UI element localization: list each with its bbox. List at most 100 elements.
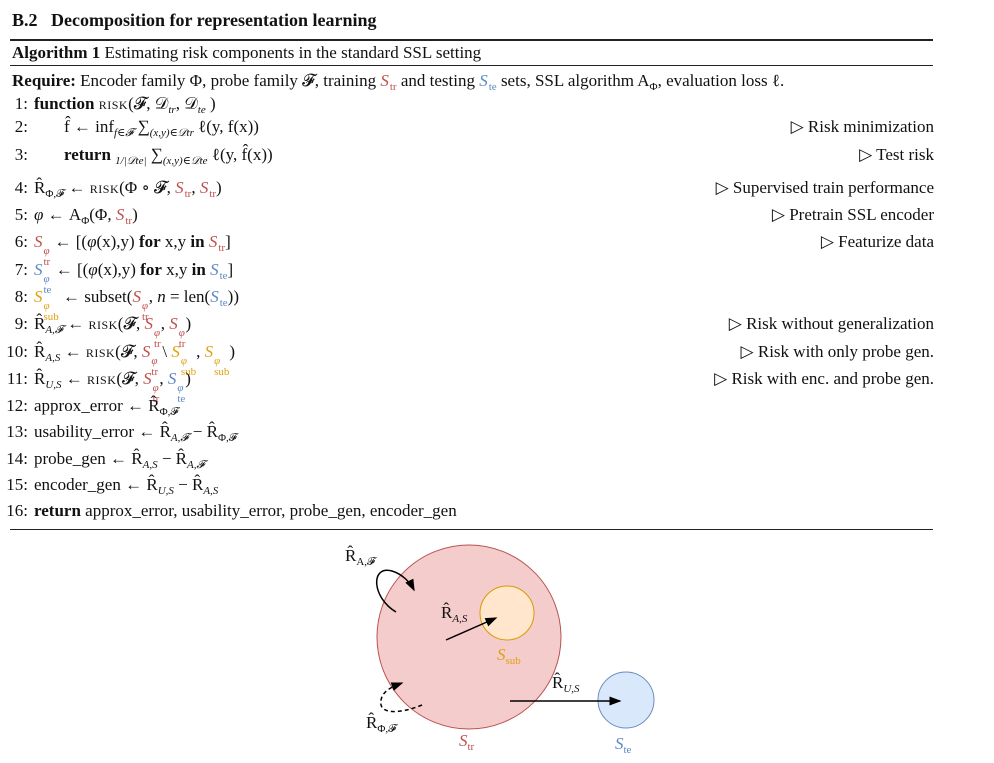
math-base: φ (88, 260, 98, 279)
math-base: S (204, 342, 214, 361)
line-content: f̂ ← inff∈𝓕 ∑(x,y)∈𝒟tr ℓ(y, f(x)) (64, 117, 259, 139)
math-base: S (479, 71, 488, 90)
math-base: for (140, 260, 162, 279)
script-sup: φ (43, 273, 50, 285)
require-line: Require: Encoder family Φ, probe family … (12, 71, 784, 93)
script-sub: tr (125, 215, 133, 227)
math-symbol: A,S (203, 475, 218, 497)
script-sup: φ (177, 382, 184, 394)
algorithm-line: 16:return approx_error, usability_error,… (0, 501, 994, 521)
math-base: A,𝓕 (170, 432, 189, 444)
math-base: S (380, 71, 389, 90)
math-base: U,S (45, 379, 62, 391)
script-sub: tr (178, 338, 186, 350)
algorithm-caption-text: Estimating risk components in the standa… (104, 43, 482, 62)
math-text: R̂ (34, 342, 46, 361)
math-symbol: A,𝓕 (170, 422, 189, 444)
math-text: , (148, 287, 158, 306)
line-number: 6: (14, 232, 28, 251)
line-number: 8: (14, 287, 28, 306)
math-text: = len( (165, 287, 211, 306)
math-symbol: n (157, 287, 166, 306)
math-text: , evaluation loss ℓ. (657, 71, 785, 90)
math-text: ) (205, 94, 216, 113)
math-text: and testing (396, 71, 480, 90)
math-symbol: Φ (650, 71, 658, 93)
script-sup: φ (151, 355, 158, 367)
section-title: Decomposition for representation learnin… (51, 10, 377, 30)
script-stack: tr (218, 243, 225, 254)
math-base: A,𝓕 (45, 324, 63, 336)
label-s-te: Ste (615, 734, 632, 756)
math-base: U,S (157, 485, 174, 497)
math-base: risk (89, 178, 120, 197)
section-number: B.2 (12, 10, 38, 30)
math-text: ] (225, 232, 231, 251)
math-symbol: Φ,𝓕 (159, 396, 179, 418)
line-number: 5: (14, 205, 28, 224)
math-text: (𝓕, 𝒟 (128, 94, 169, 113)
math-text: , (191, 178, 200, 197)
math-symbol: (x,y)∈𝒟te (163, 145, 208, 167)
math-base: Φ,𝓕 (159, 406, 179, 418)
math-text: approx_error, usability_error, probe_gen… (80, 501, 457, 520)
math-symbol: return (34, 501, 81, 520)
math-symbol: f∈𝓕 (114, 117, 133, 139)
math-base: S (210, 260, 219, 279)
script-sup: φ (43, 300, 50, 312)
script-stack: tr (209, 189, 216, 200)
script-sup: φ (43, 245, 50, 257)
algorithm-caption: Algorithm 1 Estimating risk components i… (12, 43, 481, 63)
math-base: Φ (81, 215, 90, 227)
line-comment: ▷ Risk with only probe gen. (740, 342, 934, 361)
math-text: encoder_gen ← R̂ (34, 475, 158, 494)
test-set-circle (597, 671, 655, 729)
script-sup: φ (214, 355, 221, 367)
math-text: sets, SSL algorithm A (496, 71, 650, 90)
line-comment: ▷ Risk without generalization (728, 314, 934, 333)
math-symbol: Φ,𝓕 (218, 422, 237, 444)
math-base: A,S (142, 459, 158, 471)
math-text: R̂ (34, 178, 46, 197)
script-stack: tr (185, 189, 192, 200)
math-base: risk (98, 94, 129, 113)
math-text: x,y (160, 232, 191, 251)
math-symbol: risk (88, 314, 117, 333)
script-sub: sub (180, 366, 197, 378)
script-sup: φ (154, 327, 161, 339)
math-base: A,𝓕 (187, 459, 205, 471)
label-r-us: R̂U,S (552, 673, 580, 695)
line-number: 15: (6, 475, 28, 494)
math-text: ∑ (133, 117, 150, 136)
math-text: , 𝒟 (175, 94, 198, 113)
math-symbol: te (198, 94, 206, 116)
line-number: 14: (6, 449, 28, 468)
algorithm-line: 1:function risk(𝓕, 𝒟tr, 𝒟te ) (0, 94, 994, 116)
math-symbol: Φ (81, 205, 90, 227)
math-symbol: risk (86, 342, 115, 361)
math-symbol: A,S (45, 342, 60, 364)
math-base: tr (168, 104, 176, 116)
math-text: − R̂ (173, 475, 204, 494)
math-text: (𝓕, (115, 342, 142, 361)
math-symbol: in (190, 232, 204, 251)
algorithm-line: 12:approx_error ← R̂Φ,𝓕 (0, 396, 994, 419)
math-symbol: φ (34, 205, 43, 224)
label-r-af: R̂A,𝓕 (345, 546, 376, 568)
label-r-pf: R̂Φ,𝓕 (366, 713, 397, 735)
